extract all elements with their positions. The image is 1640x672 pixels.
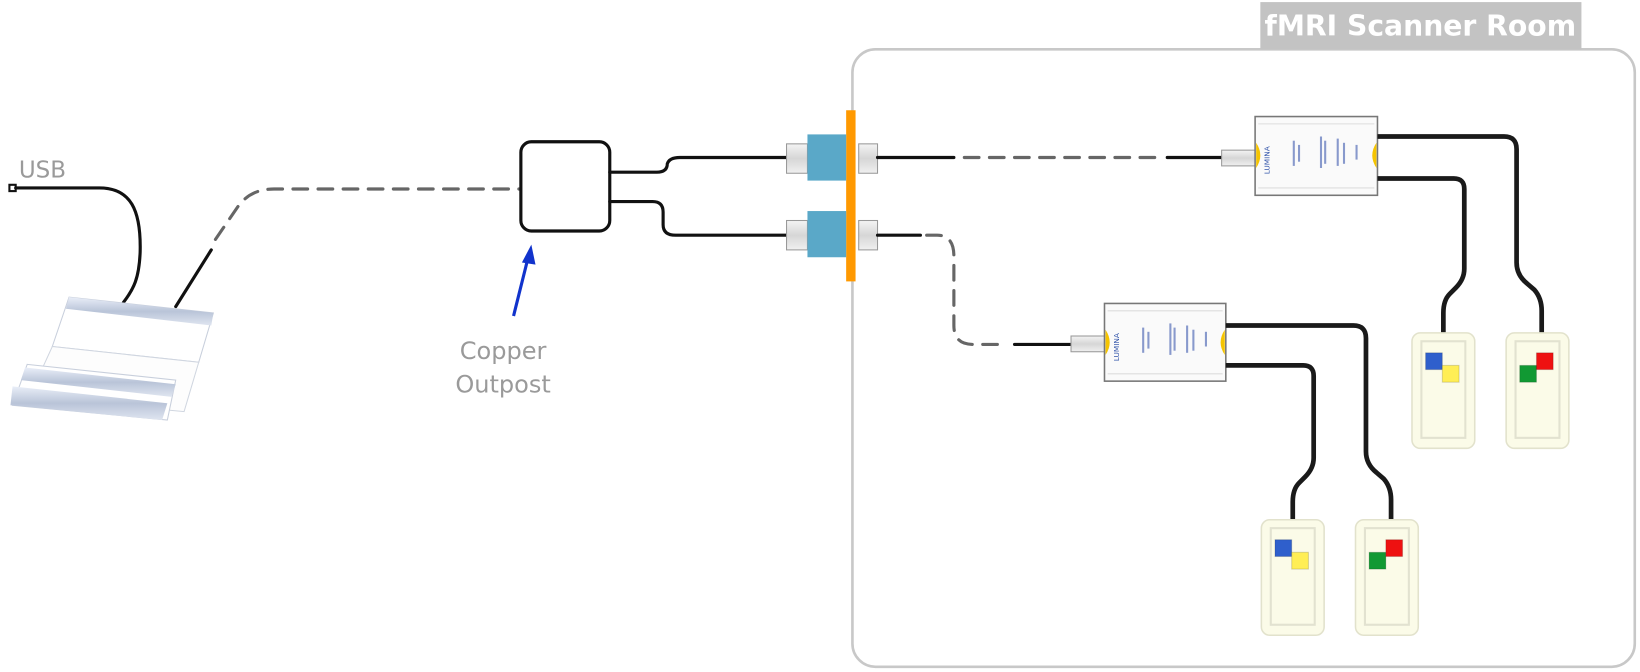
blue-button[interactable]: [1425, 352, 1443, 371]
scanner-room: fMRI Scanner Room: [851, 2, 1637, 669]
pad-cable-bottom-1: [1225, 323, 1394, 521]
pad-cable-bottom-2: [1225, 363, 1317, 521]
pad-cable-top-2: [1377, 176, 1467, 334]
yellow-button[interactable]: [1441, 364, 1460, 383]
red-button[interactable]: [1535, 352, 1554, 371]
fiber-bottom-dashed: [925, 233, 1008, 346]
lumina-brand-top: LUMINA: [1263, 146, 1272, 174]
lumina-brand-bottom: LUMINA: [1112, 333, 1121, 361]
lumina-interface-bottom: LUMINA: [1070, 302, 1394, 521]
response-pad: [1505, 332, 1570, 450]
red-button[interactable]: [1385, 539, 1404, 558]
copper-outpost: Copper Outpost: [455, 140, 789, 399]
arrow-head-icon: [521, 244, 536, 265]
coupler-bottom: [786, 211, 879, 258]
copper-outpost-label-line1: Copper: [460, 337, 547, 365]
response-pad-inner: [1269, 527, 1316, 626]
response-pad-inner: [1420, 340, 1467, 439]
penetration-panel: [786, 110, 879, 282]
copper-outpost-box: [519, 140, 612, 233]
yellow-button[interactable]: [1291, 551, 1309, 570]
room-fibers: [875, 155, 1224, 346]
pad-cable-top-1: [1377, 134, 1545, 334]
fiber-to-outpost: [213, 187, 522, 241]
scanner-room-border: [851, 48, 1637, 669]
coupler-top: [786, 134, 879, 181]
usb-connection: USB: [8, 157, 522, 309]
usb-cable: [14, 186, 142, 304]
arrow-shaft: [512, 256, 530, 317]
penetration-panel-bar: [846, 110, 856, 282]
green-button[interactable]: [1368, 551, 1387, 570]
outpost-cable-1: [608, 155, 789, 174]
lumina-controller: [10, 296, 215, 421]
response-pads: [1260, 332, 1570, 637]
usb-label: USB: [19, 157, 66, 183]
scanner-room-banner: [1260, 2, 1582, 50]
outpost-cable-2: [608, 200, 789, 237]
response-pad: [1354, 518, 1420, 637]
scanner-room-title: fMRI Scanner Room: [1265, 10, 1577, 43]
response-pad: [1260, 518, 1325, 637]
response-pad-inner: [1514, 340, 1561, 439]
green-button[interactable]: [1519, 364, 1537, 383]
response-pad: [1411, 332, 1476, 450]
lumina-interface-top: LUMINA: [1221, 115, 1545, 334]
controller-fiber-stub: [174, 248, 213, 309]
response-pad-inner: [1363, 527, 1410, 626]
blue-button[interactable]: [1274, 539, 1293, 558]
copper-outpost-label-line2: Outpost: [455, 371, 551, 399]
